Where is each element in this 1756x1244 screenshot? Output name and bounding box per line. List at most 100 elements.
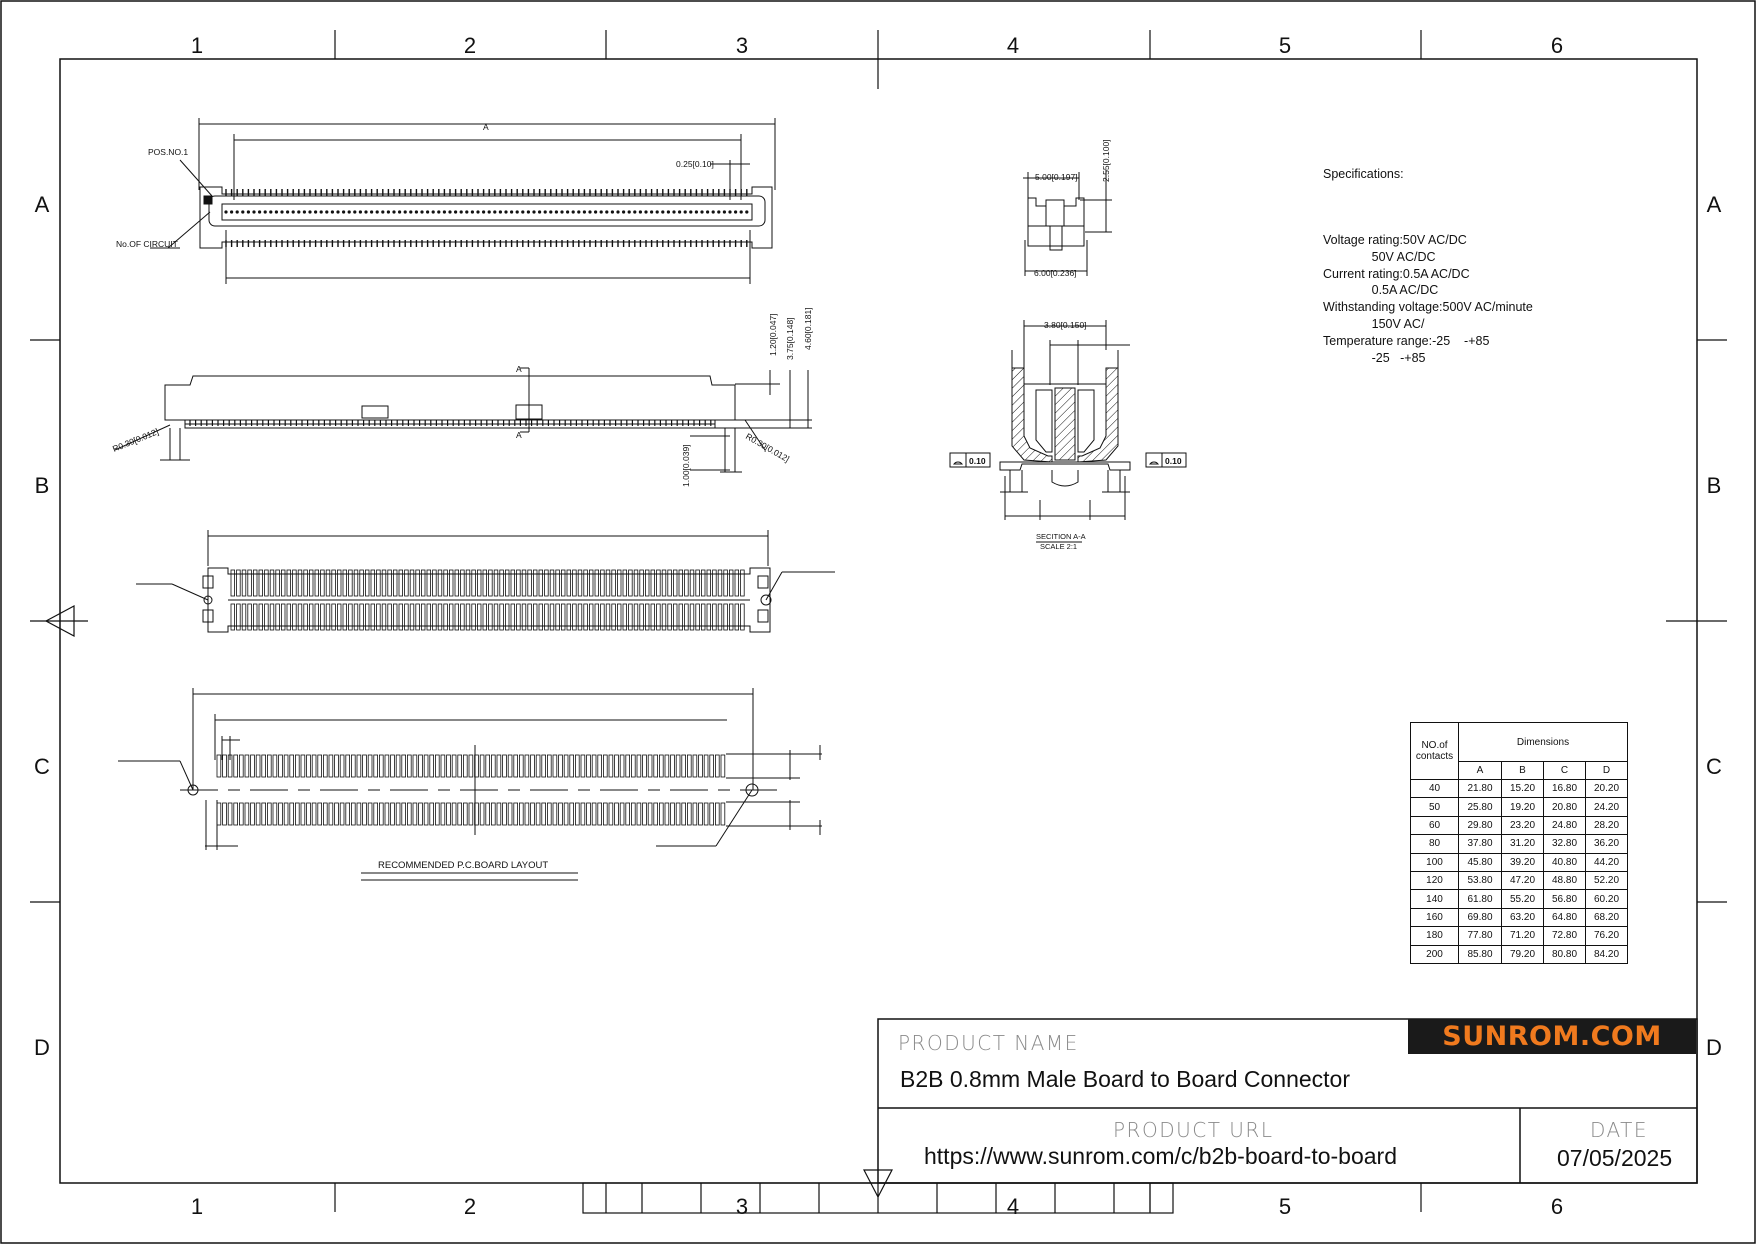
pin-bottom	[561, 569, 566, 597]
spec-line: 50V AC/DC	[1323, 249, 1436, 264]
pin-bottom	[533, 603, 538, 631]
pcb-pad	[670, 802, 675, 826]
pcb-pad	[619, 802, 625, 826]
pcb-pads	[216, 754, 726, 826]
pin-bottom	[426, 569, 431, 597]
pcb-pad	[597, 802, 602, 826]
pin-bottom	[376, 603, 381, 631]
pin-contact	[734, 210, 738, 214]
pin-bottom	[734, 603, 739, 631]
pin-contact	[448, 210, 452, 214]
table-cell: 77.80	[1458, 926, 1502, 946]
pin-contact	[521, 210, 525, 214]
pcb-pad	[547, 802, 552, 826]
pcb-pad	[222, 754, 227, 778]
pin-bottom	[566, 569, 571, 597]
table-cell: 68.20	[1585, 907, 1628, 928]
pcb-pad	[687, 802, 692, 826]
pcb-pad	[563, 754, 569, 778]
pcb-pad	[373, 802, 378, 826]
pcb-pad	[580, 754, 586, 778]
pin-contact	[431, 210, 435, 214]
pin-bottom	[493, 603, 499, 631]
dimension-column-header: D	[1585, 761, 1628, 780]
post-height-label: 1.00[0.039]	[681, 444, 691, 487]
pin-contact	[582, 210, 587, 214]
pin-contact	[274, 210, 278, 214]
row-label-right: A	[1707, 192, 1722, 217]
pin-contact	[403, 210, 407, 214]
column-label-top: 2	[464, 33, 476, 58]
pin-bottom	[471, 569, 476, 597]
height-2-label: 3.75[0.148]	[785, 317, 795, 360]
pcb-pad	[681, 802, 686, 826]
pcb-pad	[692, 754, 698, 778]
pcb-pad	[496, 802, 502, 826]
pin-bottom	[482, 603, 487, 631]
pin-bottom	[370, 569, 375, 597]
pcb-pad	[502, 802, 507, 826]
table-cell: 80.80	[1543, 944, 1586, 964]
pin-bottom	[729, 603, 734, 631]
pcb-pad	[647, 754, 653, 778]
pcb-pad	[350, 802, 356, 826]
pin-contact	[426, 210, 430, 214]
pin-bottom	[617, 569, 622, 597]
table-cell: 69.80	[1458, 907, 1502, 928]
pcb-pad	[720, 754, 726, 778]
pcb-pad	[406, 754, 412, 778]
centering-arrow-left	[44, 604, 75, 638]
pin-contact	[554, 210, 559, 214]
pcb-pad	[406, 802, 412, 826]
pcb-pad	[311, 802, 317, 826]
pcb-pad	[395, 754, 401, 778]
pcb-pad	[418, 754, 423, 778]
pin-bottom	[577, 569, 583, 597]
pcb-pad	[703, 802, 709, 826]
pcb-pad	[222, 802, 227, 826]
pcb-pad	[681, 754, 686, 778]
date-value: 07/05/2025	[1557, 1145, 1673, 1171]
pcb-pad	[233, 754, 239, 778]
pin-bottom	[566, 603, 571, 631]
pin-bottom	[353, 569, 359, 597]
height-top-label: 2.55[0.100]	[1101, 139, 1111, 182]
product-name: B2B 0.8mm Male Board to Board Connector	[900, 1066, 1351, 1092]
spec-line: 0.5A AC/DC	[1323, 283, 1439, 298]
pcb-pad	[659, 802, 664, 826]
pin-bottom	[437, 603, 443, 631]
pin-contact	[246, 210, 250, 214]
spec-line: Temperature range:-25 -+85	[1323, 333, 1490, 348]
pin-contact	[342, 210, 346, 214]
pin-contact	[465, 210, 469, 214]
pin-bottom	[706, 569, 711, 597]
pin-contact	[588, 210, 592, 214]
pin-bottom	[247, 603, 252, 631]
product-url[interactable]: https://www.sunrom.com/c/b2b-board-to-bo…	[924, 1143, 1397, 1169]
pin-bottom	[336, 569, 342, 597]
pin-bottom	[650, 569, 655, 597]
table-cell: 47.20	[1501, 870, 1544, 891]
pin-contact	[470, 210, 474, 214]
pcb-pad	[289, 754, 294, 778]
pcb-pad	[429, 802, 434, 826]
pcb-pad	[356, 754, 362, 778]
pcb-pad	[339, 802, 345, 826]
pin-bottom	[348, 603, 353, 631]
table-cell: 24.20	[1585, 797, 1628, 817]
pcb-pad	[216, 754, 222, 778]
pos-no-label: POS.NO.1	[148, 147, 188, 157]
pin-contact	[526, 210, 531, 214]
pcb-pad	[675, 754, 681, 778]
pin-bottom	[639, 569, 644, 597]
pin-bottom	[230, 603, 235, 631]
pcb-pad	[317, 754, 322, 778]
pcb-pad	[395, 802, 401, 826]
column-label-top: 1	[191, 33, 203, 58]
pin-bottom	[420, 569, 426, 597]
pcb-pad	[664, 754, 670, 778]
